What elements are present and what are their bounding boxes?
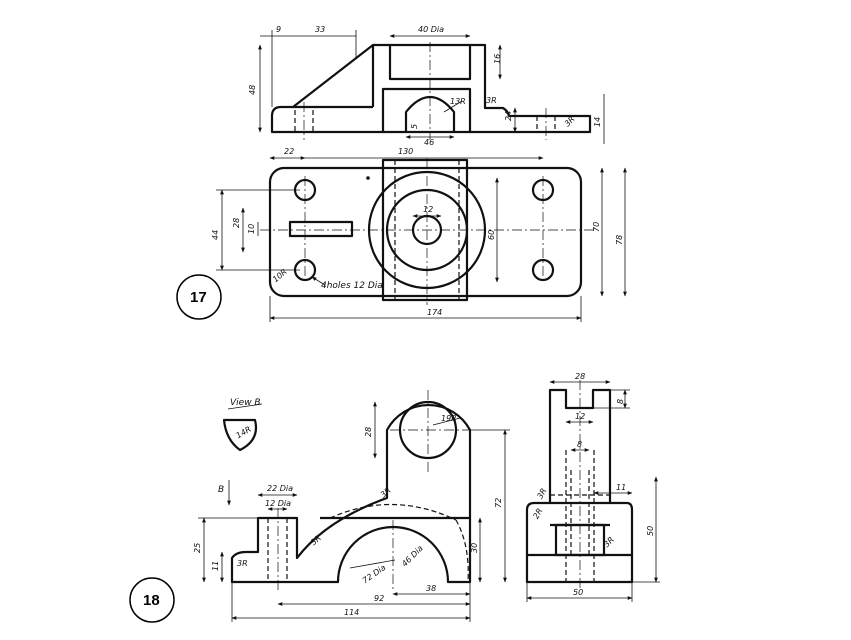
p18-side-dim-8a: 8 [616, 399, 625, 404]
p18-dim-30: 30 [470, 543, 479, 553]
p17-slot [288, 220, 354, 238]
p17-dim-48: 48 [248, 85, 257, 95]
p18-front-outline [230, 403, 472, 584]
p18-side-dim-8b: 8 [577, 440, 582, 449]
p18-dim-3r-a: 3R [237, 559, 248, 568]
p17-base-plate [268, 166, 583, 298]
p17-dim-174: 174 [427, 308, 442, 317]
p18-dim-3r-b: 3R [309, 533, 323, 547]
p17-plan-view: 22 130 28 10 44 12 60 70 78 10R 4holes 1… [211, 147, 627, 322]
p17-dim-60: 60 [487, 230, 496, 240]
p18-dim-12dia: 12 Dia [265, 499, 291, 508]
p17-center-block [381, 87, 472, 132]
p17-dim-24: 24 [504, 111, 513, 121]
p18-dim-28: 28 [364, 427, 373, 437]
p17-dim-33: 33 [315, 25, 325, 34]
problem-17-number: 17 [190, 289, 207, 306]
p18-view-b-label: View B [230, 398, 261, 408]
p18-dim-22dia: 22 Dia [267, 484, 293, 493]
p18-dim-25: 25 [193, 543, 202, 553]
p17-dim-28: 28 [232, 218, 241, 228]
p17-dim-16: 16 [493, 54, 502, 64]
p18-side-view: 28 8 12 8 3R 11 2R 3R 50 50 [525, 372, 660, 602]
problem-17-badge: 17 [176, 274, 222, 320]
p17-holes-note: 4holes 12 Dia [321, 281, 383, 291]
p18-view-b-detail [222, 418, 258, 452]
p18-arrow-b: B [218, 485, 224, 495]
p18-side-dim-50h: 50 [646, 526, 655, 536]
p17-dim-13r: 13R [450, 97, 466, 106]
p18-dim-72dia: 72 Dia [361, 563, 388, 585]
p18-dim-3r-c: 3R [379, 486, 393, 500]
p17-dim-10: 10 [247, 224, 256, 234]
p18-inner-arch [329, 503, 457, 521]
p17-dim-9: 9 [276, 25, 281, 34]
p18-dim-14r: 14R [235, 425, 253, 441]
p18-dim-19r: 19R [441, 414, 457, 423]
p17-dim-70: 70 [592, 222, 601, 232]
p17-dim-3r-a: 3R [486, 96, 497, 105]
p17-dim-78: 78 [615, 235, 624, 245]
p18-side-dim-3r-a: 3R [535, 487, 548, 501]
p18-side-dim-12: 12 [575, 412, 585, 421]
p18-side-dim-28: 28 [575, 372, 585, 381]
p18-dim-72: 72 [494, 498, 503, 508]
p18-dim-114: 114 [344, 608, 359, 617]
p18-front-view: View B 14R B 22 Dia 12 Dia 25 11 3R 3R 3… [193, 390, 510, 622]
p18-dim-38: 38 [426, 584, 436, 593]
p17-dim-44: 44 [211, 230, 220, 240]
p17-dim-40dia: 40 Dia [418, 25, 444, 34]
p18-dim-46dia: 46 Dia [400, 544, 425, 569]
p17-dim-46: 46 [424, 138, 434, 147]
p18-dim-92: 92 [374, 594, 384, 603]
p17-dim-14: 14 [593, 117, 602, 127]
p17-dim-12: 12 [423, 205, 433, 214]
p17-elevation-outline [270, 43, 592, 134]
p17-elevation-view: 9 33 40 Dia 48 16 13R 3R 5 46 24 3R 14 [248, 25, 605, 147]
p17-dim-22: 22 [284, 147, 294, 156]
p17-dim-5: 5 [410, 124, 419, 129]
p17-dim-130: 130 [398, 147, 413, 156]
problem-18-badge: 18 [129, 577, 175, 623]
p17-rib-edge [293, 45, 375, 109]
p18-side-dim-2r: 2R [531, 507, 544, 521]
p18-side-dim-50w: 50 [573, 588, 583, 597]
problem-18-number: 18 [143, 592, 160, 609]
p18-dim-11: 11 [211, 561, 220, 571]
p18-side-dim-11: 11 [616, 483, 626, 492]
